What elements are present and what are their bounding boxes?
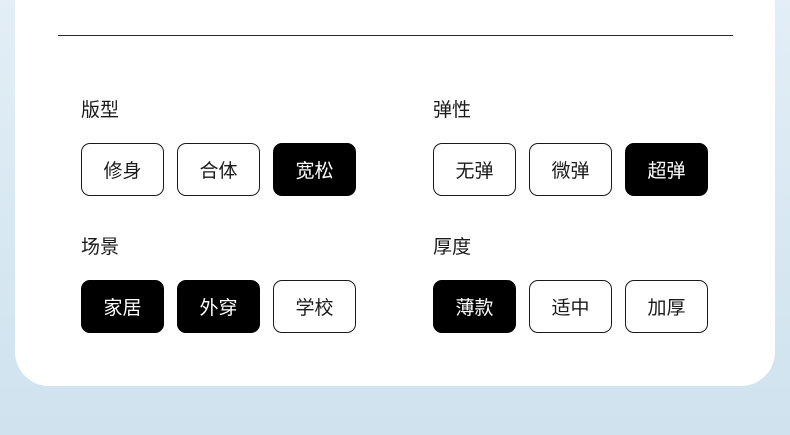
fit-title: 版型	[81, 99, 120, 121]
thickness-option-thin[interactable]: 薄款	[433, 280, 516, 333]
elastic-options: 无弹 微弹 超弹	[433, 143, 708, 196]
elastic-title: 弹性	[433, 99, 472, 121]
scene-options: 家居 外穿 学校	[81, 280, 356, 333]
fit-option-loose[interactable]: 宽松	[273, 143, 356, 196]
fit-option-slim[interactable]: 修身	[81, 143, 164, 196]
scene-title: 场景	[81, 236, 120, 258]
top-divider	[58, 35, 733, 36]
fit-option-regular[interactable]: 合体	[177, 143, 260, 196]
scene-option-outdoor[interactable]: 外穿	[177, 280, 260, 333]
scene-option-home[interactable]: 家居	[81, 280, 164, 333]
elastic-option-none[interactable]: 无弹	[433, 143, 516, 196]
scene-option-school[interactable]: 学校	[273, 280, 356, 333]
thickness-option-medium[interactable]: 适中	[529, 280, 612, 333]
thickness-title: 厚度	[433, 236, 472, 258]
fit-options: 修身 合体 宽松	[81, 143, 356, 196]
elastic-option-slight[interactable]: 微弹	[529, 143, 612, 196]
thickness-option-thick[interactable]: 加厚	[625, 280, 708, 333]
thickness-options: 薄款 适中 加厚	[433, 280, 708, 333]
elastic-option-super[interactable]: 超弹	[625, 143, 708, 196]
